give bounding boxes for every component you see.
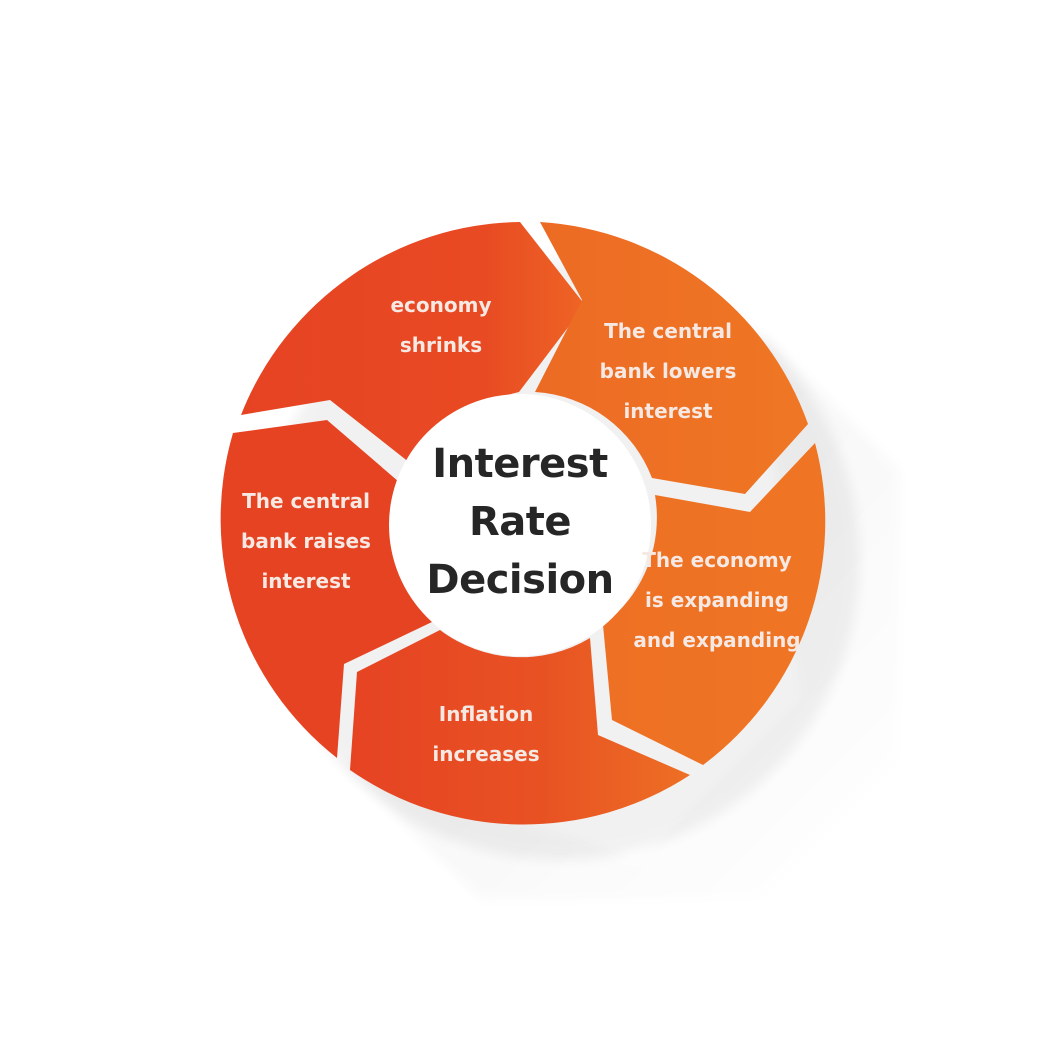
segment-central-bank-lowers [535, 222, 808, 494]
center-hub [389, 394, 651, 656]
label-inflation-increases: Inflation increases [432, 702, 540, 766]
segment-central-bank-raises [220, 420, 432, 758]
segment-inflation-increases [350, 630, 690, 825]
segment-economy-expanding [603, 443, 826, 765]
label-economy-shrinks: economy shrinks [390, 293, 492, 357]
center-title: Interest Rate Decision [426, 441, 614, 603]
label-economy-expanding: The economy is expanding and expanding [633, 548, 801, 652]
segment-economy-shrinks [241, 222, 585, 474]
label-central-bank-raises: The central bank raises interest [241, 489, 371, 593]
label-central-bank-lowers: The central bank lowers interest [599, 319, 737, 423]
